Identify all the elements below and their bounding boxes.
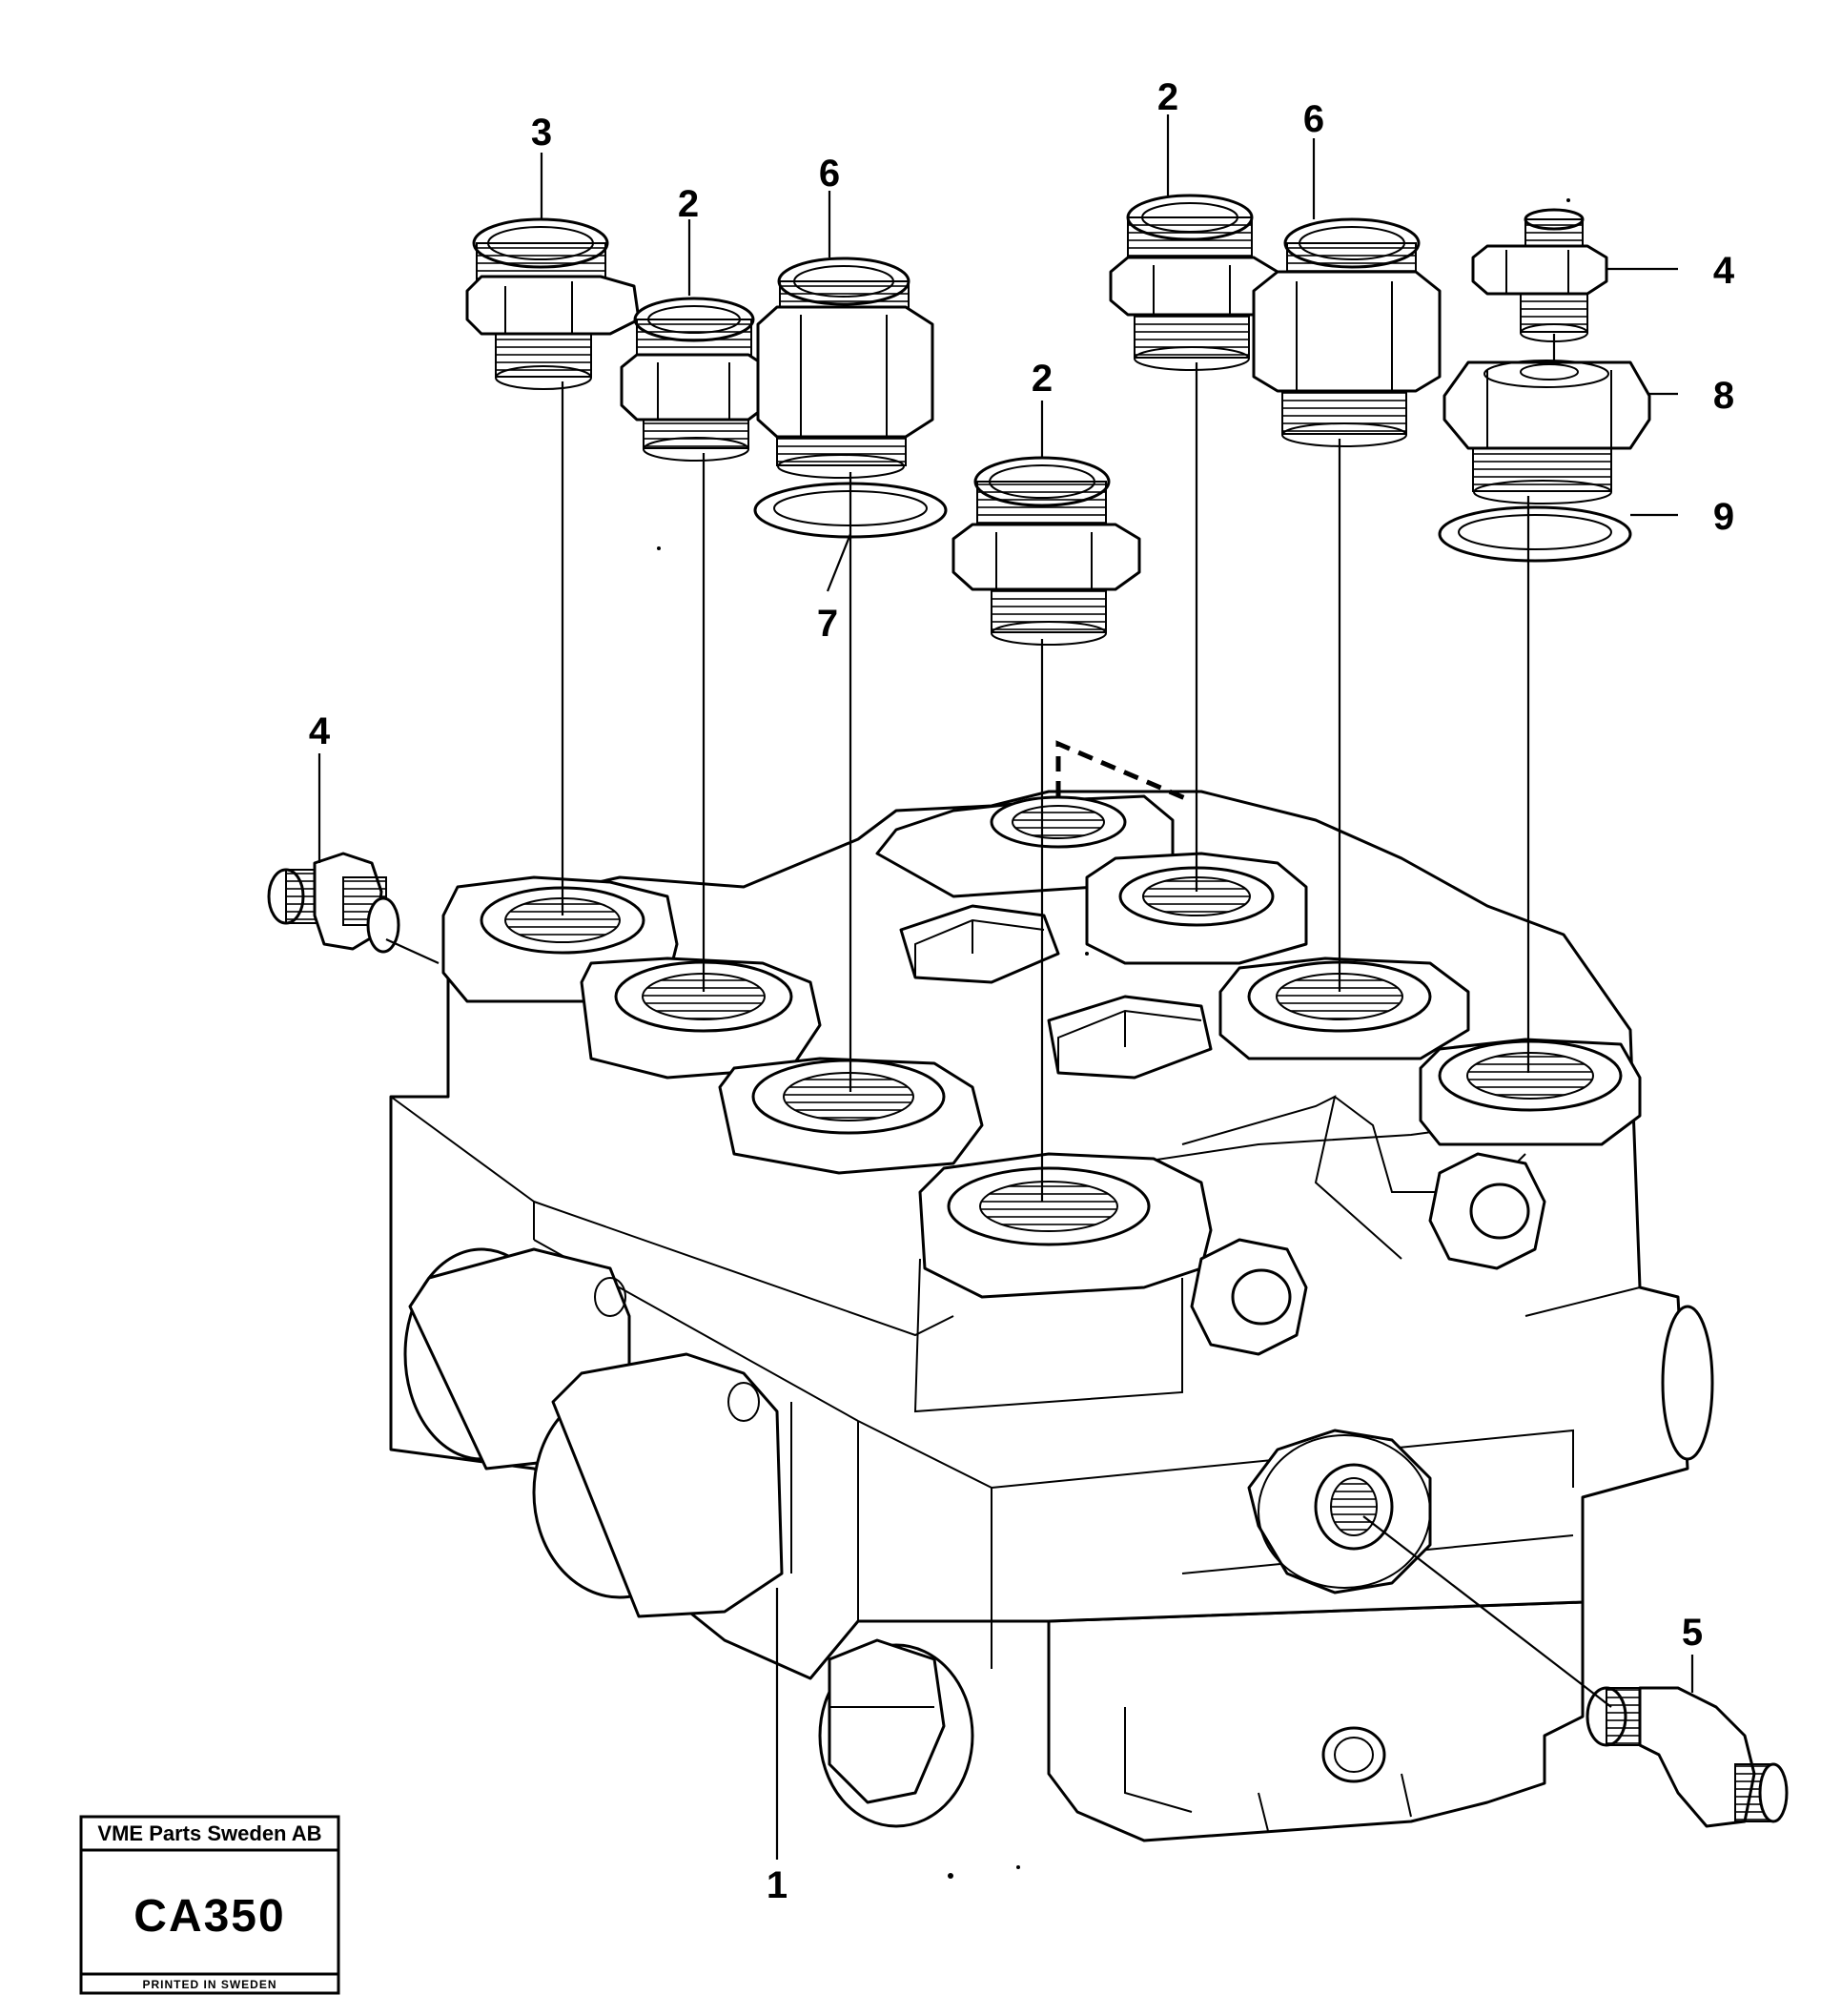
callout-5: 5 [1682, 1612, 1703, 1654]
union-fitting-2-left [620, 297, 769, 462]
print-specks [657, 198, 1570, 1879]
adapter-fitting-4-left [267, 852, 400, 954]
callout-2-left: 2 [678, 183, 699, 225]
reducer-fitting-8 [1442, 360, 1651, 504]
callout-6-left: 6 [819, 153, 840, 195]
stamp-printed-note: PRINTED IN SWEDEN [142, 1978, 276, 1991]
callout-6-right: 6 [1303, 98, 1324, 140]
callout-2-right: 2 [1157, 76, 1178, 118]
stamp-drawing-code: CA350 [133, 1891, 285, 1942]
elbow-fitting-5 [1586, 1686, 1789, 1828]
callout-7: 7 [817, 603, 838, 645]
union-fitting-2-right [1109, 194, 1279, 371]
valve-block-body [389, 790, 1714, 1842]
union-fitting-2-center [951, 456, 1141, 646]
callout-2-center: 2 [1032, 358, 1053, 400]
callout-4-left: 4 [309, 710, 331, 752]
callout-8: 8 [1713, 375, 1734, 417]
seal-ring-9 [1438, 505, 1632, 563]
callout-9: 9 [1713, 496, 1734, 538]
callout-1: 1 [767, 1864, 788, 1906]
assembly-lines [317, 114, 1694, 1860]
publisher-stamp: VME Parts Sweden AB CA350 PRINTED IN SWE… [79, 1815, 340, 1995]
stamp-company-name: VME Parts Sweden AB [97, 1821, 321, 1845]
callout-labels: 1 2 2 2 3 4 4 5 6 6 7 8 9 [309, 76, 1735, 1906]
union-fitting-3 [465, 217, 641, 390]
adapter-fitting-4-top [1471, 208, 1608, 342]
callout-3: 3 [531, 112, 552, 154]
union-fitting-6-right [1252, 217, 1442, 447]
union-fitting-6-left [756, 257, 934, 479]
callout-4-right: 4 [1713, 250, 1735, 292]
